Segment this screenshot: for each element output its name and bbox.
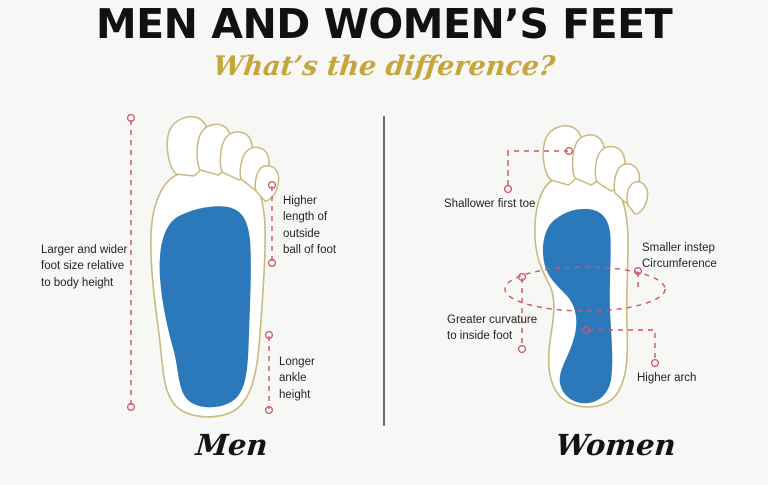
men-foot-illustration: [138, 108, 288, 424]
caption-women: Women: [554, 428, 678, 462]
annotation-greater-curvature-inside-foot: Greater curvature to inside foot: [447, 314, 538, 343]
page-subtitle: What’s the difference?: [211, 51, 557, 82]
connector-endpoint: [126, 402, 136, 412]
connector-endpoint: [126, 113, 136, 123]
men-footprint-fill: [159, 206, 251, 408]
caption-men: Men: [194, 428, 270, 462]
annotation-higher-arch: Higher arch: [637, 372, 697, 384]
annotation-smaller-instep-circumference: Smaller instep Circumference: [642, 242, 717, 271]
page-title: MEN AND WOMEN’S FEET: [95, 0, 673, 48]
center-divider: [383, 116, 385, 426]
annotation-higher-length-outside-ball: Higher length of outside ball of foot: [283, 195, 337, 256]
annotation-longer-ankle-height: Longer ankle height: [279, 356, 315, 401]
annotation-larger-wider-foot-size: Larger and wider foot size relative to b…: [41, 244, 128, 289]
connector-endpoint: [503, 184, 513, 194]
women-toe-5: [626, 181, 649, 215]
annotation-shallower-first-toe: Shallower first toe: [444, 198, 536, 210]
